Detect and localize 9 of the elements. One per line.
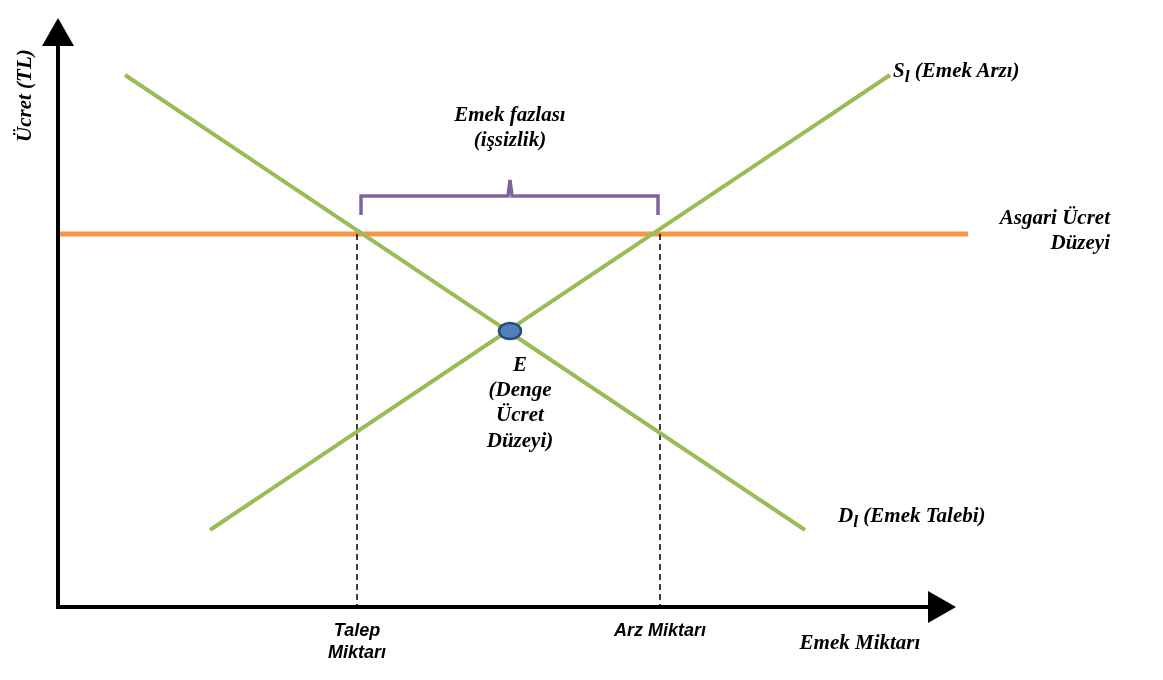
tick-label: Talep Miktarı [327, 620, 387, 664]
axis-title: Ücret (TL) [12, 48, 38, 144]
tick-label: Arz Miktarı [613, 620, 707, 642]
curve-label: S$_{l}$ (Emek Arzı) [893, 58, 1021, 88]
point-label: E (Denge Ücret Düzeyi) [485, 352, 555, 453]
axis-title: Emek Miktarı [798, 630, 922, 656]
bracket-label: Emek fazlası (işsizlik) [453, 102, 567, 153]
curve-label: D$_{l}$ (Emek Talebi) [838, 503, 987, 533]
line-label: Asgari Ücret Düzeyi [997, 205, 1110, 256]
